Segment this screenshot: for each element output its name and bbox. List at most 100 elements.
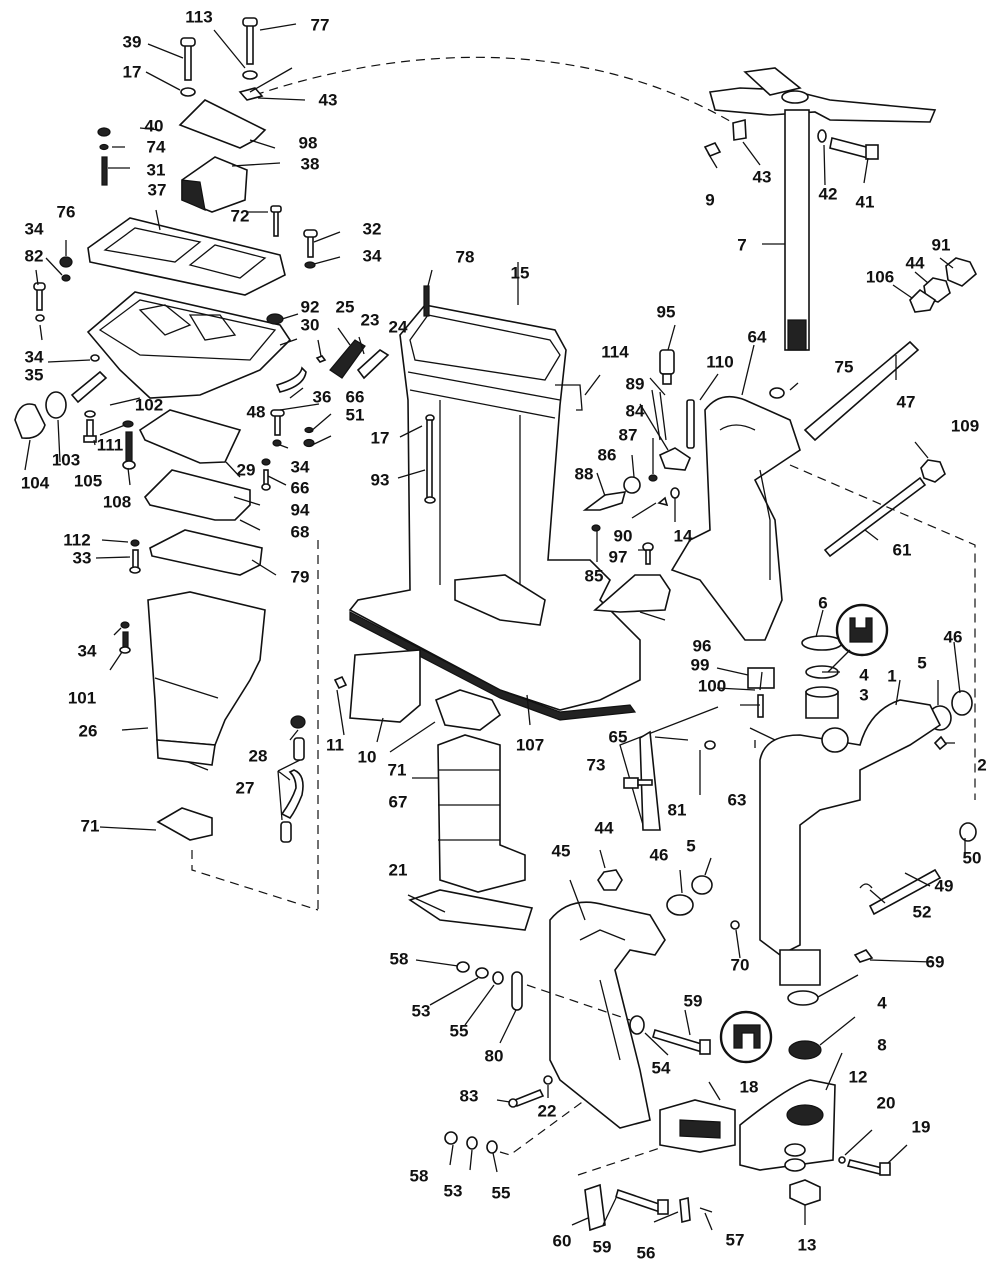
callout-99: 99 [690,655,710,675]
callout-42: 42 [818,184,838,204]
callout-110: 110 [706,352,734,372]
washer-17 [180,87,196,97]
callout-103: 103 [51,450,81,470]
washer-34 [35,314,45,322]
grommet-104 [14,403,46,440]
callout-34: 34 [24,347,44,367]
callout-111: 111 [96,435,124,455]
callout-59: 59 [683,991,703,1011]
spring-63 [749,727,776,741]
callout-22: 22 [537,1101,557,1121]
adapter-plate-30 [86,291,292,399]
washer-103 [45,391,67,419]
gasket-37 [87,217,286,296]
bolt-32 [303,229,318,258]
callout-44: 44 [594,818,614,838]
callout-90: 90 [613,526,633,546]
callout-98: 98 [298,133,318,153]
callout-28: 28 [248,746,268,766]
callout-34: 34 [290,457,310,477]
bolt-33 [129,549,141,574]
washer-55 [486,1140,498,1154]
shift-rod-65 [619,706,719,826]
washer-34 [272,439,282,447]
callout-34: 34 [362,246,382,266]
washer-46 [666,894,694,916]
grommet-28 [290,715,306,729]
assembly-line [191,850,319,911]
callout-43: 43 [318,90,338,110]
stern-bracket-12 [739,1079,836,1172]
callout-32: 32 [362,219,382,239]
assembly-line [526,984,631,1021]
washer-46 [951,690,973,716]
callout-17: 17 [370,428,390,448]
wires-89 [651,389,667,441]
washer-34 [61,274,71,282]
nut-109 [920,459,946,483]
pin-49 [868,868,942,916]
callout-66: 66 [290,478,310,498]
nut-40 [97,127,111,137]
callout-59: 59 [592,1237,612,1257]
bolt-19 [846,1159,891,1176]
bolt-39 [180,37,196,81]
grommet-5 [691,875,713,895]
screw-25 [315,355,327,363]
callout-109: 109 [950,416,980,436]
bolt-83 [508,1088,545,1108]
callout-77: 77 [310,15,330,35]
callout-13: 13 [797,1235,817,1255]
callout-26: 26 [78,721,98,741]
callout-93: 93 [370,470,390,490]
bushing-50 [959,822,977,842]
callout-101: 101 [67,688,97,708]
callout-97: 97 [608,547,628,567]
callout-71: 71 [80,816,100,836]
callout-27: 27 [235,778,255,798]
callout-33: 33 [72,548,92,568]
mount-96 [593,574,671,613]
washer-113 [242,70,258,80]
gasket-21 [408,889,534,931]
callout-58: 58 [389,949,409,969]
washer-111 [84,410,96,418]
gasket-37-openings [103,227,267,279]
callout-107: 107 [515,735,545,755]
clamp-bracket-64 [670,395,801,641]
reed-plate-23 [329,339,366,379]
callout-41: 41 [855,192,875,212]
nut-53 [475,967,489,979]
callout-21: 21 [388,860,408,880]
bolt-100 [757,694,764,718]
callout-58: 58 [409,1166,429,1186]
callout-25: 25 [335,297,355,317]
callout-69: 69 [925,952,945,972]
callout-47: 47 [896,392,916,412]
hoses-27 [280,737,305,843]
washer-81 [704,740,716,750]
callout-108: 108 [102,492,132,512]
callout-34: 34 [24,219,44,239]
callout-57: 57 [725,1230,745,1250]
callout-60: 60 [552,1231,572,1251]
callout-51: 51 [345,405,365,425]
callout-14: 14 [673,526,693,546]
grommet-92 [266,313,284,325]
nut-91 [945,257,977,287]
callout-9: 9 [705,190,715,210]
callout-114: 114 [601,342,629,362]
callout-15: 15 [510,263,530,283]
callout-37: 37 [147,180,167,200]
tilt-tube-47 [803,340,920,442]
clip-43 [732,118,747,141]
assembly-line [577,1147,661,1176]
bolt-59 [652,1029,711,1055]
callout-4: 4 [877,993,887,1013]
screw-9 [703,141,722,158]
callout-6: 6 [818,593,828,613]
callout-84: 84 [625,401,645,421]
bracket-114 [555,384,583,411]
nut-85 [591,524,601,532]
callout-85: 85 [584,566,604,586]
